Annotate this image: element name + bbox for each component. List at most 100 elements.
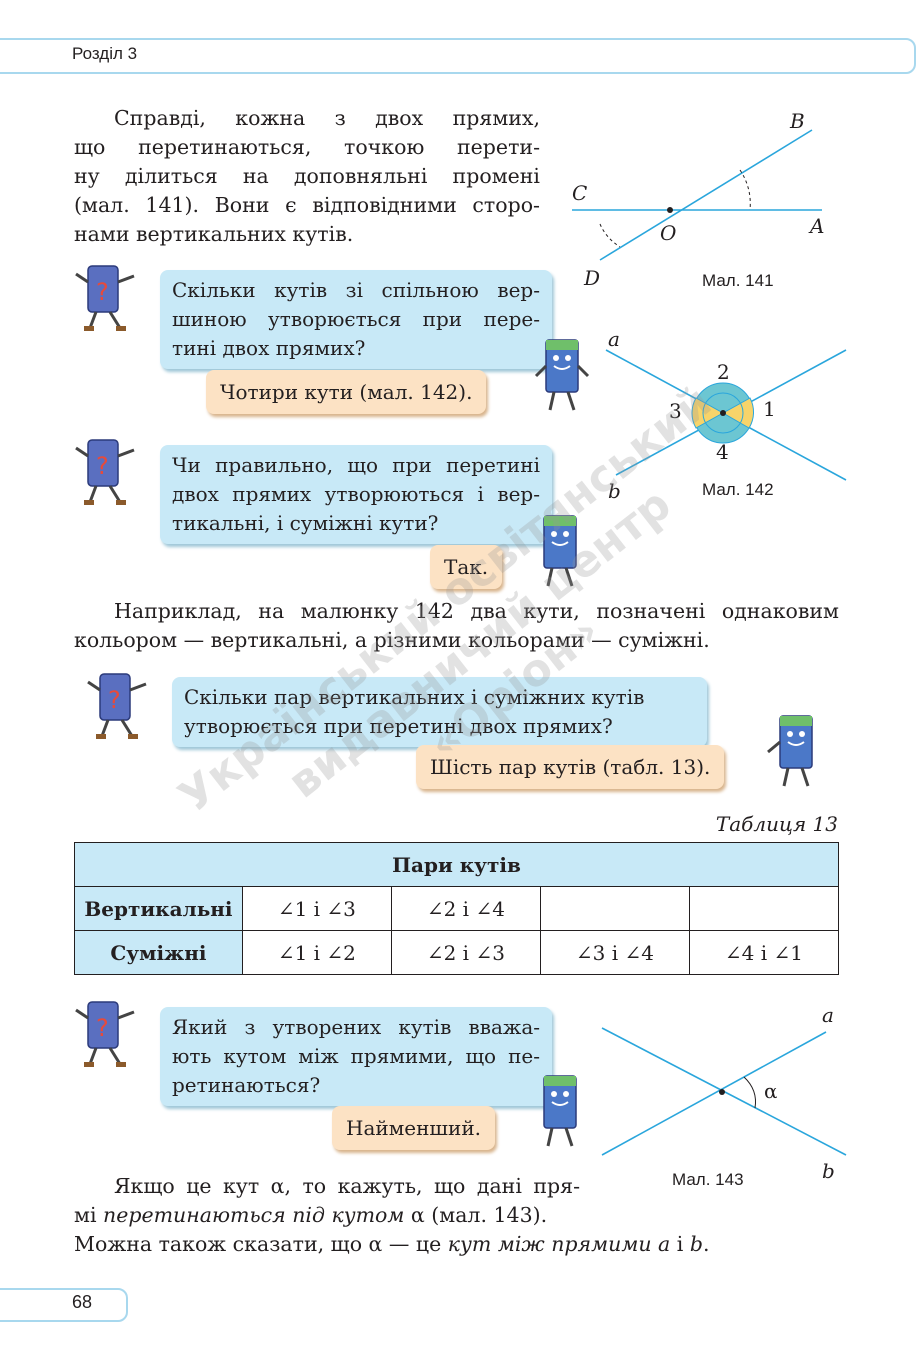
table-cell: ∠4 і ∠1 bbox=[688, 930, 840, 975]
section-title: Розділ 3 bbox=[72, 44, 138, 63]
answer-bubble: Найменший. bbox=[332, 1106, 496, 1150]
intro-line: нами вертикальних кутів. bbox=[74, 222, 354, 246]
question-bubble: Який з утворених кутів вважа- ють кутом … bbox=[160, 1007, 552, 1106]
page-number-box bbox=[0, 1288, 128, 1322]
header-bar bbox=[0, 38, 916, 74]
svg-text:?: ? bbox=[108, 686, 121, 714]
intersection-point bbox=[719, 1089, 725, 1095]
answer-bubble: Шість пар кутів (табл. 13). bbox=[416, 745, 725, 789]
label-alpha: α bbox=[764, 1079, 778, 1103]
label-c: C bbox=[572, 181, 587, 205]
question-mascot-icon: ? bbox=[87, 673, 147, 739]
angle-arc-aob bbox=[739, 169, 751, 211]
alpha-arc bbox=[743, 1076, 756, 1109]
question-line: ретинаються? bbox=[172, 1073, 321, 1097]
table-title: Таблиця 13 bbox=[715, 812, 838, 836]
question-line: ють кутом між прямими, що пе- bbox=[172, 1044, 540, 1068]
angle-label-2: 2 bbox=[717, 360, 730, 384]
question-line: шиною утворюється при пере- bbox=[172, 307, 540, 331]
angle-label-1: 1 bbox=[763, 397, 776, 421]
conclusion-term: кут між прямими a bbox=[447, 1232, 671, 1256]
table-row: Вертикальні ∠1 і ∠3 ∠2 і ∠4 bbox=[74, 886, 840, 931]
angle-arc-cod bbox=[599, 223, 621, 248]
label-d: D bbox=[583, 266, 600, 290]
conclusion-paragraph: Якщо це кут α, то кажуть, що дані пря- м… bbox=[74, 1172, 580, 1230]
conclusion-text: . bbox=[702, 1232, 710, 1256]
conclusion-term: перетинаються під кутом bbox=[103, 1203, 405, 1227]
question-mascot-icon: ? bbox=[75, 1001, 135, 1067]
point-o bbox=[667, 207, 673, 213]
angle-pairs-table: Пари кутів Вертикальні ∠1 і ∠3 ∠2 і ∠4 С… bbox=[74, 842, 840, 975]
caption-141: Мал. 141 bbox=[702, 271, 774, 290]
label-o: O bbox=[660, 221, 676, 245]
table-cell bbox=[688, 886, 840, 931]
caption-142: Мал. 142 bbox=[702, 480, 774, 499]
table-header-row: Пари кутів bbox=[74, 842, 839, 887]
answer-mascot-icon bbox=[534, 339, 590, 411]
question-bubble: Чи правильно, що при перетині двох прями… bbox=[160, 445, 552, 544]
row-label: Суміжні bbox=[74, 930, 243, 975]
table-cell: ∠1 і ∠3 bbox=[241, 886, 392, 931]
question-line: Який з утворених кутів вважа- bbox=[172, 1015, 540, 1039]
question-line: Чи правильно, що при перетині bbox=[172, 453, 540, 477]
conclusion-line-1: Якщо це кут α, то кажуть, що дані пря- bbox=[114, 1174, 580, 1198]
intro-line: Справді, кожна з двох прямих, bbox=[114, 106, 540, 130]
svg-text:?: ? bbox=[96, 1014, 109, 1042]
table-header: Пари кутів bbox=[74, 842, 839, 887]
angle-3-sector bbox=[691, 397, 725, 429]
example-line: Наприклад, на малюнку 142 два кути, позн… bbox=[114, 599, 839, 623]
label-a: a bbox=[608, 330, 620, 351]
angle-label-4: 4 bbox=[716, 440, 729, 464]
question-line: двох прямих утворюються і вер- bbox=[172, 482, 540, 506]
label-a: a bbox=[822, 1003, 834, 1027]
table-cell bbox=[539, 886, 690, 931]
conclusion-line-3: Можна також сказати, що α — це кут між п… bbox=[74, 1230, 834, 1259]
answer-mascot-icon bbox=[543, 515, 577, 587]
table-cell: ∠2 і ∠4 bbox=[390, 886, 541, 931]
answer-mascot-icon bbox=[767, 715, 813, 787]
row-label: Вертикальні bbox=[74, 886, 243, 931]
question-bubble: Скільки пар вертикальних і суміжних куті… bbox=[172, 677, 707, 747]
page-number: 68 bbox=[72, 1292, 93, 1312]
answer-bubble: Так. bbox=[430, 545, 503, 589]
answer-mascot-icon bbox=[543, 1075, 577, 1147]
conclusion-text: мі bbox=[74, 1203, 104, 1227]
answer-bubble: Чотири кути (мал. 142). bbox=[206, 370, 487, 414]
question-mascot-icon: ? bbox=[75, 439, 135, 505]
svg-text:?: ? bbox=[96, 278, 109, 306]
label-b: b bbox=[608, 479, 621, 503]
question-line: Скільки кутів зі спільною вер- bbox=[172, 278, 540, 302]
intro-line: (мал. 141). Вони є відповідними сторо- bbox=[74, 193, 540, 217]
conclusion-text: α (мал. 143). bbox=[404, 1203, 548, 1227]
svg-text:?: ? bbox=[96, 452, 109, 480]
conclusion-line-2: мі перетинаються під кутом α (мал. 143). bbox=[74, 1201, 580, 1230]
angle-1-sector bbox=[721, 397, 755, 429]
label-b: B bbox=[789, 109, 805, 133]
table-cell: ∠3 і ∠4 bbox=[539, 930, 690, 975]
intersection-point bbox=[720, 410, 726, 416]
intro-line: що перетинаються, точкою перети- bbox=[74, 135, 540, 159]
question-bubble: Скільки кутів зі спільною вер- шиною утв… bbox=[160, 270, 552, 369]
label-a: A bbox=[808, 214, 824, 238]
conclusion-term: b bbox=[689, 1232, 703, 1256]
example-line: кольором — вертикальні, а різними кольор… bbox=[74, 628, 710, 652]
line-a bbox=[601, 1031, 827, 1156]
question-line: утворюється при перетині двох прямих? bbox=[184, 714, 613, 738]
label-b: b bbox=[822, 1159, 835, 1183]
intro-paragraph: Справді, кожна з двох прямих, що перетин… bbox=[74, 104, 540, 249]
intro-line: ну ділиться на доповняльні промені bbox=[74, 164, 540, 188]
table-row: Суміжні ∠1 і ∠2 ∠2 і ∠3 ∠3 і ∠4 ∠4 і ∠1 bbox=[74, 930, 840, 975]
question-mascot-icon: ? bbox=[75, 265, 135, 331]
question-line: тині двох прямих? bbox=[172, 336, 366, 360]
example-paragraph: Наприклад, на малюнку 142 два кути, позн… bbox=[74, 597, 839, 655]
figure-143: a b α bbox=[601, 1003, 847, 1183]
question-line: тикальні, і суміжні кути? bbox=[172, 511, 439, 535]
conclusion-text: Можна також сказати, що α — це bbox=[74, 1232, 448, 1256]
figure-141: B C O A D bbox=[572, 109, 824, 290]
question-line: Скільки пар вертикальних і суміжних куті… bbox=[184, 685, 645, 709]
table-cell: ∠1 і ∠2 bbox=[241, 930, 392, 975]
line-db bbox=[599, 129, 813, 261]
caption-143: Мал. 143 bbox=[672, 1170, 744, 1189]
conclusion-text: і bbox=[670, 1232, 690, 1256]
angle-label-3: 3 bbox=[669, 399, 682, 423]
